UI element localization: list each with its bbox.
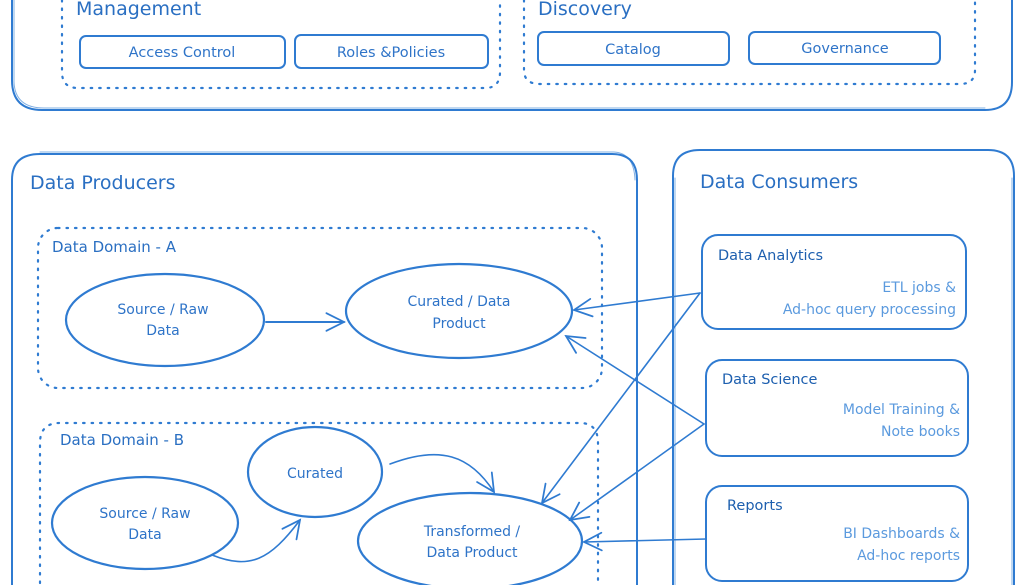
discovery-group-border xyxy=(522,0,977,86)
edge-data-science-to-domain-b-product xyxy=(568,423,705,522)
data-consumers-container: Data Consumers Data Analytics ETL jobs &… xyxy=(672,149,1015,585)
data-analytics-card-border[interactable] xyxy=(701,234,967,330)
domain-a-title: Data Domain - A xyxy=(52,238,177,256)
data-consumers-border xyxy=(672,149,1015,585)
reports-desc-2: Ad-hoc reports xyxy=(857,548,960,564)
governance-button-border[interactable] xyxy=(748,31,941,65)
data-analytics-title: Data Analytics xyxy=(718,248,823,264)
reports-desc-1: BI Dashboards & xyxy=(843,526,960,542)
catalog-button-border[interactable] xyxy=(537,31,730,66)
edge-data-analytics-to-domain-b-product xyxy=(540,292,701,505)
edge-reports-to-domain-b-product xyxy=(582,531,707,552)
edge-domain-b-source-to-curated xyxy=(211,518,302,563)
edge-data-science-to-domain-a-product xyxy=(564,334,705,425)
access-control-button-border[interactable] xyxy=(79,35,286,69)
domain-b-source-label-2: Data xyxy=(128,527,161,543)
data-consumers-border-sketch xyxy=(674,177,1013,585)
domain-b-transformed-product-label-2: Data Product xyxy=(426,545,518,561)
data-producers-border xyxy=(11,153,638,585)
domain-a-curated-product-ellipse[interactable] xyxy=(344,262,574,360)
data-analytics-desc-2: Ad-hoc query processing xyxy=(783,302,956,318)
catalog-button-label[interactable]: Catalog xyxy=(605,42,661,58)
roles-policies-button-label[interactable]: Roles &Policies xyxy=(337,45,445,61)
data-analytics-card[interactable]: Data Analytics ETL jobs & Ad-hoc query p… xyxy=(701,234,967,330)
management-group: Management Access Control Roles &Policie… xyxy=(60,0,502,90)
reports-title: Reports xyxy=(727,498,783,514)
governance-container-border xyxy=(11,0,1013,111)
domain-a-source-ellipse[interactable] xyxy=(64,272,266,368)
data-science-card-border[interactable] xyxy=(705,359,969,457)
data-analytics-desc-1: ETL jobs & xyxy=(882,280,956,296)
domain-b-source-label-1: Source / Raw xyxy=(99,506,190,522)
domain-a-curated-product-label-1: Curated / Data xyxy=(407,294,510,310)
governance-container-border-sketch xyxy=(13,0,986,109)
data-consumers-title: Data Consumers xyxy=(700,171,858,193)
domain-b-group: Data Domain - B Source / Raw Data Curate… xyxy=(38,421,600,585)
edge-data-analytics-to-domain-a-product xyxy=(572,292,701,318)
domain-b-transformed-product-ellipse[interactable] xyxy=(356,491,584,585)
reports-card[interactable]: Reports BI Dashboards & Ad-hoc reports xyxy=(705,485,969,582)
reports-card-border[interactable] xyxy=(705,485,969,582)
domain-b-border xyxy=(38,421,600,585)
data-science-desc-2: Note books xyxy=(881,424,960,440)
discovery-group: Discovery Catalog Governance xyxy=(522,0,977,86)
domain-a-group: Data Domain - A Source / Raw Data Curate… xyxy=(36,226,604,390)
domain-a-curated-product-node[interactable]: Curated / Data Product xyxy=(344,262,574,360)
roles-policies-button-border[interactable] xyxy=(294,34,489,69)
domain-b-title: Data Domain - B xyxy=(60,431,184,449)
data-science-title: Data Science xyxy=(722,372,818,388)
catalog-button[interactable]: Catalog xyxy=(537,31,730,66)
domain-b-source-ellipse[interactable] xyxy=(50,475,240,571)
access-control-button-label[interactable]: Access Control xyxy=(129,45,236,61)
domain-a-border xyxy=(36,226,604,390)
domain-a-source-node[interactable]: Source / Raw Data xyxy=(64,272,266,368)
data-producers-title: Data Producers xyxy=(30,172,176,194)
data-producers-container: Data Producers Data Domain - A Source / … xyxy=(11,151,638,585)
governance-button-label[interactable]: Governance xyxy=(801,41,889,57)
domain-a-source-label-2: Data xyxy=(146,323,179,339)
domain-b-transformed-product-label-1: Transformed / xyxy=(423,524,521,540)
governance-button[interactable]: Governance xyxy=(748,31,941,65)
access-control-button[interactable]: Access Control xyxy=(79,35,286,69)
edges xyxy=(211,292,707,563)
domain-a-source-label-1: Source / Raw xyxy=(117,302,208,318)
domain-b-curated-node[interactable]: Curated xyxy=(246,425,384,519)
data-producers-border-sketch xyxy=(39,151,636,181)
domain-b-transformed-product-node[interactable]: Transformed / Data Product xyxy=(356,491,584,585)
management-title: Management xyxy=(76,0,201,20)
governance-container: Management Access Control Roles &Policie… xyxy=(11,0,1013,111)
discovery-title: Discovery xyxy=(538,0,632,20)
roles-policies-button[interactable]: Roles &Policies xyxy=(294,34,489,69)
data-science-card[interactable]: Data Science Model Training & Note books xyxy=(705,359,969,457)
domain-b-curated-ellipse[interactable] xyxy=(246,425,384,519)
management-group-border xyxy=(60,0,502,90)
domain-b-curated-label: Curated xyxy=(287,466,343,482)
edge-domain-b-curated-to-transformed xyxy=(389,453,496,494)
domain-a-curated-product-label-2: Product xyxy=(432,316,486,332)
data-science-desc-1: Model Training & xyxy=(843,402,960,418)
domain-b-source-node[interactable]: Source / Raw Data xyxy=(50,475,240,571)
